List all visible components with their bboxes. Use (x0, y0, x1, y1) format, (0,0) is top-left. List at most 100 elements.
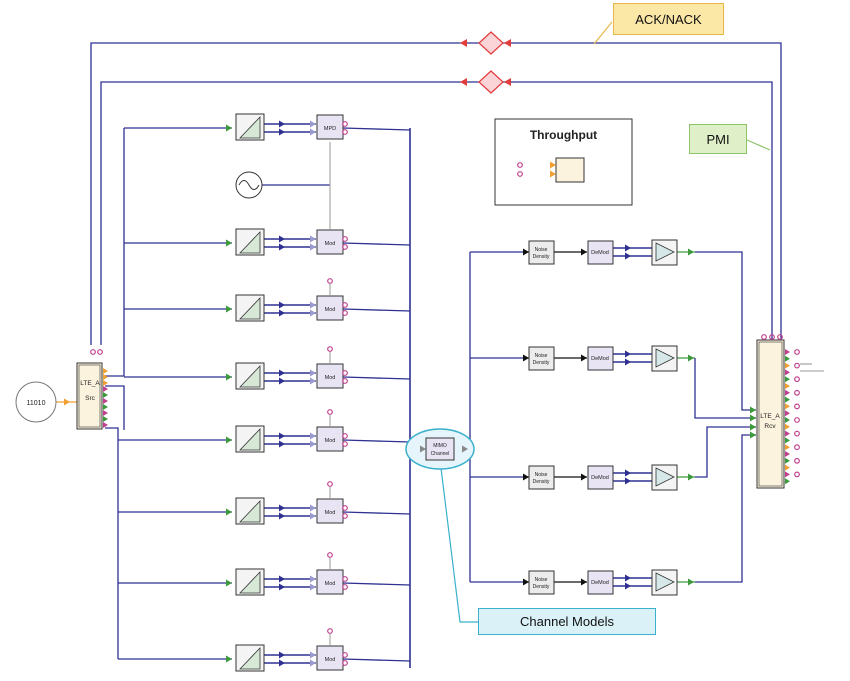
throughput-title: Throughput (529, 128, 598, 142)
feedback-arrow (460, 39, 467, 47)
rx-input-arrow (523, 248, 529, 256)
throughput-port (517, 171, 523, 177)
demodulator-block (587, 570, 614, 595)
tx-modulator-block (316, 498, 344, 524)
arrow-head (310, 659, 316, 667)
rx-detector-arrow (688, 248, 694, 256)
src-feedback-port (90, 349, 96, 355)
rcv-feedback-port (769, 334, 775, 340)
pmi-feedback-wire (100, 81, 773, 345)
rcv-output-port (785, 478, 790, 485)
noise-density-block (528, 346, 555, 371)
tx-precoder-triangle (239, 116, 261, 139)
tx-branch-output-wire (342, 582, 411, 586)
rcv-output-dot (794, 444, 800, 451)
rcv-output-port (785, 389, 790, 396)
arrow-head (310, 243, 316, 251)
rx-feed-2 (694, 358, 756, 419)
tx-branch-input-arrow (226, 655, 232, 663)
pmi-callout: PMI (689, 124, 747, 154)
rcv-output-dot (794, 349, 800, 355)
arrow-head (279, 651, 285, 659)
tx-pilot-port (327, 552, 333, 558)
tx-upper-bus (105, 128, 125, 377)
rcv-input-arrow (750, 423, 756, 431)
arrow-head (625, 350, 631, 358)
rx-feed-4 (695, 434, 756, 583)
tx-mod-port (342, 236, 348, 242)
rx-detector-triangle (655, 467, 675, 487)
lte-a-src-inner (78, 364, 101, 428)
tx-mod-port (342, 576, 348, 582)
noise-label-line1: Noise (535, 577, 548, 583)
tx-mod-port (342, 370, 348, 376)
channel-models-callout: Channel Models (478, 608, 656, 635)
noise-density-block (528, 240, 555, 265)
tx-modulator-block (316, 229, 344, 255)
rcv-block-label-line2: Rcv (764, 423, 776, 430)
tx-modulator-label: MPD (324, 126, 336, 132)
rcv-feedback-port (777, 334, 783, 340)
rx-feed-3 (695, 426, 756, 478)
src-output-port (103, 410, 108, 416)
throughput-port (517, 162, 523, 168)
channel-label-line2: Channel (431, 451, 450, 457)
arrow-head (550, 161, 556, 169)
rcv-input-arrow (750, 414, 756, 422)
src-output-port (103, 422, 108, 428)
src-feedback-port (97, 349, 103, 355)
arrow-head (279, 512, 285, 520)
rcv-output-port (785, 355, 790, 362)
tx-modulator-block (316, 363, 344, 389)
tx-branch-input-arrow (226, 124, 232, 132)
tx-mod-port (342, 129, 348, 135)
tx-precoder-triangle (239, 428, 261, 451)
src-output-port (103, 368, 108, 374)
rcv-output-port (785, 457, 790, 464)
tx-branch-input-arrow (226, 508, 232, 516)
demod-label: DeMod (591, 580, 609, 586)
arrow-head (420, 445, 426, 453)
arrow-head (310, 369, 316, 377)
noise-density-block (528, 465, 555, 490)
rx-input-arrow (523, 473, 529, 481)
tx-branch-output-wire (342, 127, 411, 131)
ack-nack-callout: ACK/NACK (613, 3, 724, 35)
arrow-head (625, 252, 631, 260)
feedback-arrow (504, 39, 511, 47)
tx-branch-input-arrow (226, 373, 232, 381)
arrow-head (279, 440, 285, 448)
throughput-meter-block (555, 157, 585, 183)
arrow-head (310, 432, 316, 440)
rcv-block-label-line1: LTE_A (760, 413, 780, 420)
rx-detector-arrow (688, 578, 694, 586)
rcv-output-port (785, 362, 790, 369)
rcv-output-port (785, 417, 790, 423)
src-output-port (103, 374, 108, 380)
tx-modulator-block (316, 426, 344, 452)
arrow-head (310, 128, 316, 136)
tx-branch-output-wire (342, 658, 411, 662)
tx-modulator-label: Mod (325, 510, 336, 516)
bit-source-label: 11010 (27, 400, 46, 407)
rcv-output-port (785, 376, 790, 383)
tx-mod-port (342, 302, 348, 308)
tx-branch-output-wire (342, 439, 411, 443)
tx-precoder-triangle (239, 231, 261, 254)
tx-modulator-label: Mod (325, 581, 336, 587)
arrow-head (279, 432, 285, 440)
tx-branch-output-wire (342, 242, 411, 246)
tx-modulator-block (316, 569, 344, 595)
arrow-head (310, 575, 316, 583)
demodulator-block (587, 346, 614, 371)
tx-mod-port (342, 652, 348, 658)
rcv-output-port (785, 444, 790, 451)
rcv-output-port (785, 369, 790, 376)
tx-precoder-triangle (239, 500, 261, 523)
channel-callout-pointer (439, 459, 478, 623)
rcv-output-dot (794, 376, 800, 383)
rx-noise-output-arrow (581, 354, 587, 362)
rx-noise-output-arrow (581, 248, 587, 256)
demod-label: DeMod (591, 250, 609, 256)
arrow-head (279, 369, 285, 377)
